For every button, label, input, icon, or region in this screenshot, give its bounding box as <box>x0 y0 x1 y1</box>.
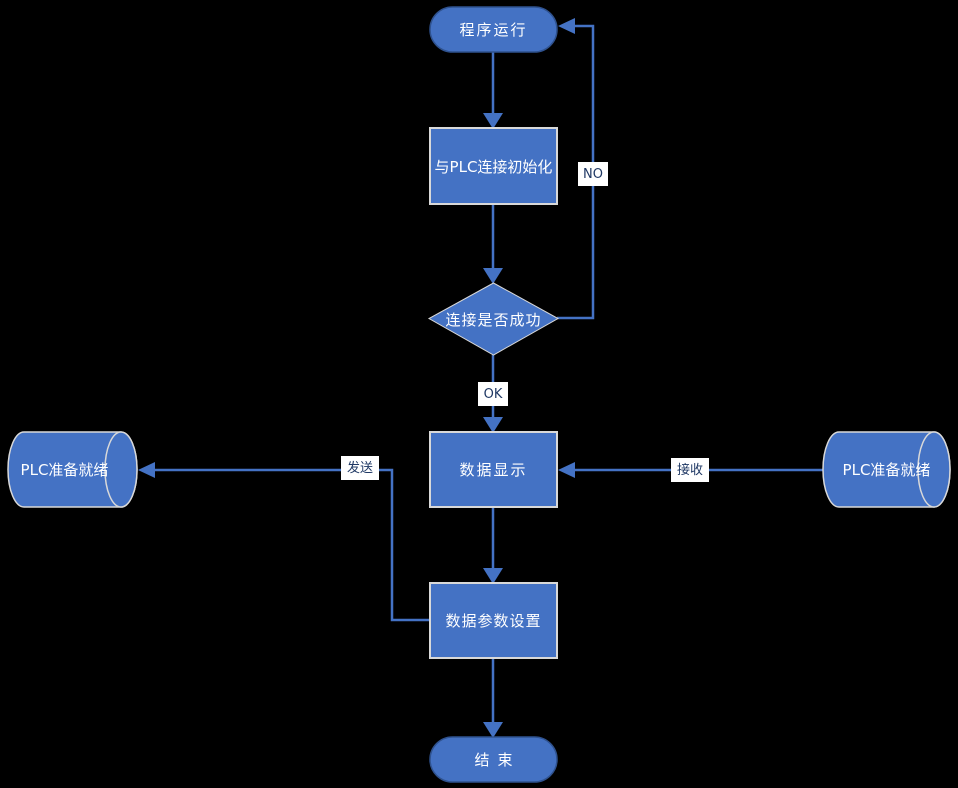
arrowhead-into-plcleft <box>138 462 155 478</box>
edge-params-plcleft <box>154 468 430 622</box>
node-init-shape <box>429 127 558 205</box>
arrowhead-into-init <box>483 113 503 129</box>
arrowhead-into-end <box>483 722 503 738</box>
node-start-shape <box>429 6 558 53</box>
node-plcright-cap <box>917 431 951 508</box>
arrowhead-into-params <box>483 568 503 584</box>
edge-label-no: NO <box>578 162 608 186</box>
edge-label-ok: OK <box>478 382 508 406</box>
arrowhead-into-display-right <box>558 462 575 478</box>
node-plcleft-cap <box>104 431 138 508</box>
arrowhead-into-display-top <box>483 417 503 433</box>
node-plcright-shape <box>822 431 951 508</box>
edge-label-send: 发送 <box>341 456 379 480</box>
edge-label-receive: 接收 <box>671 458 709 482</box>
connector-arrowheads <box>138 18 575 738</box>
node-params-shape <box>429 582 558 659</box>
node-display-shape <box>429 431 558 508</box>
arrowhead-into-decision <box>483 268 503 284</box>
node-end-shape <box>429 736 558 783</box>
node-decision-shape <box>427 282 560 356</box>
node-plcleft-shape <box>7 431 138 508</box>
arrowhead-into-start <box>558 18 575 34</box>
